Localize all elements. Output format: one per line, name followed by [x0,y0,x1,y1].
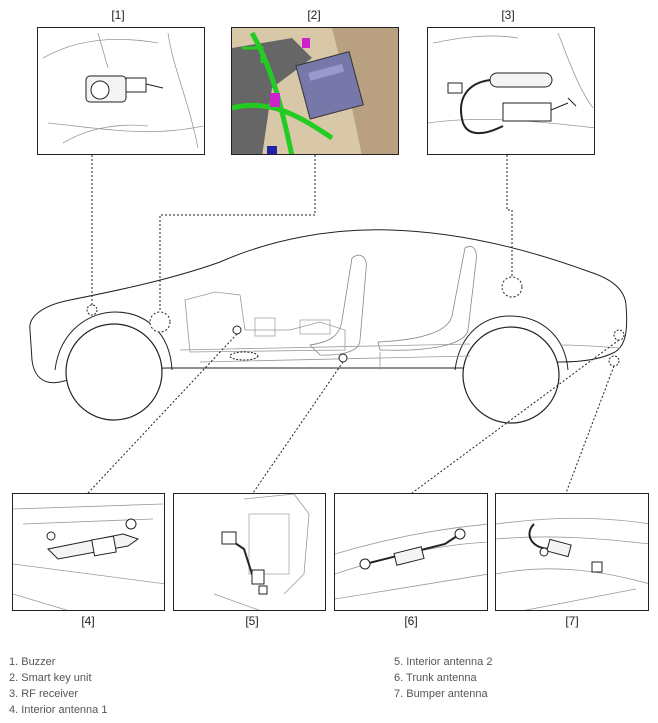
panel-label-7: [7] [565,614,579,628]
panel-6-trunk-antenna [334,493,488,611]
bumper-antenna-illustration [496,517,648,610]
panel-1-buzzer [37,27,205,155]
leader-7 [565,365,615,494]
legend-item-bumper-antenna: 7. Bumper antenna [394,688,488,700]
smart-key-unit-illustration [232,28,398,154]
interior-antenna-2-marker [338,353,348,363]
front-wheel-arch [54,311,173,371]
smart-key-unit-marker [149,311,171,333]
legend-item-rf-receiver: 3. RF receiver [9,688,79,700]
panel-4-interior-antenna-1 [12,493,165,611]
rf-receiver-marker [501,276,523,298]
panel-5-interior-antenna-2 [173,493,326,611]
rear-wheel [462,326,560,424]
buzzer-illustration [42,32,204,149]
leader-2 [159,155,316,312]
front-wheel [65,323,163,421]
interior-antenna-1-area [229,351,259,361]
leader-4 [87,333,238,494]
interior-antenna-1-illustration [13,503,164,610]
panel-label-3: [3] [501,8,515,22]
leader-6 [411,339,620,494]
panel-label-5: [5] [245,614,259,628]
rear-seat [377,246,477,351]
leader-3 [506,155,513,277]
legend-item-trunk-antenna: 6. Trunk antenna [394,672,477,684]
leader-5 [252,361,344,494]
front-seat [309,254,367,356]
panel-7-bumper-antenna [495,493,649,611]
legend-item-interior-antenna-1: 4. Interior antenna 1 [9,704,108,716]
panel-label-6: [6] [404,614,418,628]
legend-item-interior-antenna-2: 5. Interior antenna 2 [394,656,493,668]
interior-antenna-1-marker [232,325,242,335]
panel-label-2: [2] [307,8,321,22]
panel-label-4: [4] [81,614,95,628]
legend-left: 1. Buzzer 2. Smart key unit 3. RF receiv… [9,654,107,718]
rear-wheel-arch [454,315,569,371]
bumper-antenna-marker [608,355,620,367]
panel-2-smart-key-unit [231,27,399,155]
legend-item-buzzer: 1. Buzzer [9,656,56,668]
buzzer-marker [86,304,98,316]
interior-antenna-2-illustration [213,494,310,610]
panel-3-rf-receiver [427,27,595,155]
panel-label-1: [1] [111,8,125,22]
rf-receiver-illustration [428,32,594,135]
legend-item-smart-key-unit: 2. Smart key unit [9,672,92,684]
trunk-antenna-illustration [335,523,487,600]
trunk-antenna-marker [613,329,625,341]
legend-right: 5. Interior antenna 2 6. Trunk antenna 7… [394,654,492,702]
